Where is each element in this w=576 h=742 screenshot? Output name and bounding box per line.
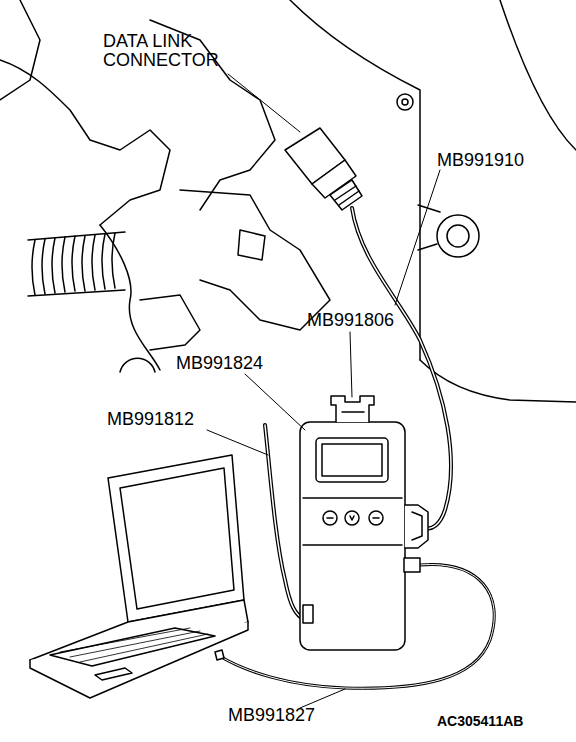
part-label: MB991910 [437, 151, 524, 170]
vci-button [345, 511, 359, 525]
laptop-screen [108, 455, 244, 622]
adapter-plug [342, 411, 364, 413]
vci-unit [303, 498, 402, 545]
leader-line [207, 430, 268, 455]
laptop-keyboard [60, 628, 208, 662]
panel-edge [420, 360, 576, 402]
vci-button [327, 516, 379, 520]
cable [265, 425, 305, 620]
dsub-connector [405, 505, 428, 548]
leader-line [350, 332, 352, 397]
panel-hole [437, 215, 479, 257]
leader-line [395, 170, 440, 305]
dsub-connector [412, 512, 422, 540]
engine-part [140, 295, 200, 350]
engine-part [180, 190, 330, 330]
usb-plug [215, 650, 224, 660]
panel-edge [500, 0, 576, 150]
cable [265, 425, 305, 620]
leader-line [245, 374, 305, 430]
part-label: MB991827 [228, 706, 315, 725]
laptop-touchpad [95, 668, 132, 680]
vci-display [322, 444, 382, 476]
part-label: DATA LINK CONNECTOR [103, 32, 233, 70]
corrugated-hose [32, 233, 115, 295]
leader-line [228, 74, 300, 132]
engine-part [100, 225, 160, 370]
corrugated-hose [28, 232, 125, 296]
laptop-screen [120, 468, 234, 609]
engine-part [0, 60, 170, 225]
engine-part [120, 358, 155, 372]
laptop-keyboard [50, 628, 215, 666]
engine-part [0, 0, 40, 100]
connector-plug [330, 180, 362, 210]
part-label: MB991824 [176, 354, 263, 373]
laptop-base [30, 622, 248, 698]
engine-part [238, 230, 265, 260]
vci-unit [300, 422, 405, 650]
panel-hole [397, 94, 413, 110]
connector-plug [335, 186, 359, 205]
part-label: MB991812 [107, 410, 194, 429]
panel-hole [447, 225, 469, 247]
vci-display [316, 438, 388, 482]
panel-hole [402, 99, 408, 105]
figure-code: AC305411AB [437, 713, 523, 729]
usb-plug [404, 558, 420, 572]
adapter-plug [331, 396, 374, 422]
power-plug [303, 605, 313, 623]
part-label: MB991806 [307, 311, 394, 330]
